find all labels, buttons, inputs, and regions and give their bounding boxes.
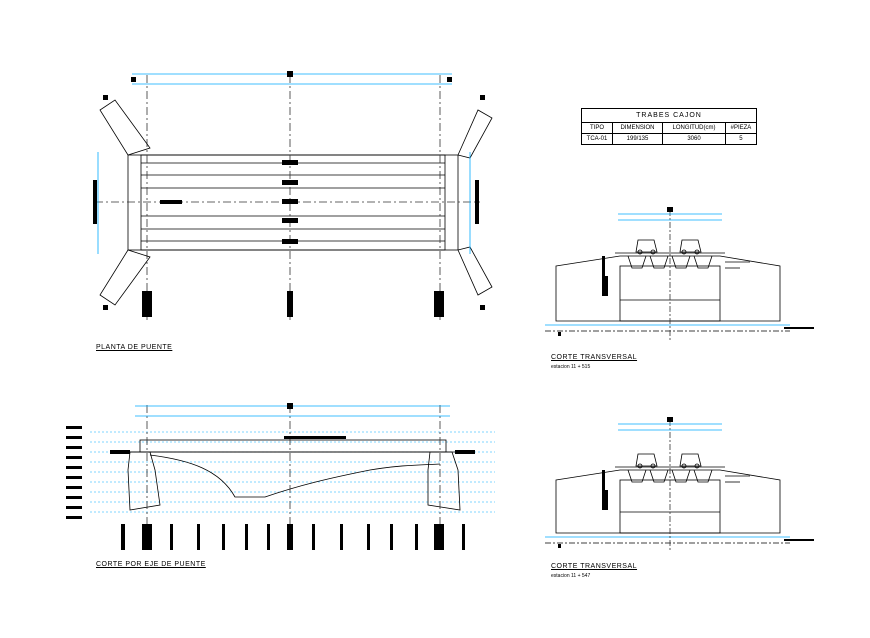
girder-schedule-table: TRABES CAJON TIPO DIMENSION LONGITUD(cm)…	[581, 108, 758, 145]
table-header-row: TIPO DIMENSION LONGITUD(cm) #PIEZA	[581, 122, 758, 134]
table-cell-dimension: 199/135	[611, 133, 664, 145]
cross-section-1-markers	[558, 207, 814, 336]
table-header-tipo: TIPO	[581, 122, 613, 134]
cross-section-2-station: estacion 11 + 547	[551, 573, 591, 579]
box-girders-2	[627, 469, 713, 483]
table-row: TCA-01 199/135 3060 5	[581, 133, 758, 145]
station-tags	[121, 524, 465, 550]
cross-section-2-label: CORTE TRANSVERSAL	[551, 563, 638, 570]
bridge-plan-view	[95, 73, 493, 320]
plan-markers	[93, 71, 485, 317]
elevation-tags	[66, 426, 82, 519]
plan-view-label: PLANTA DE PUENTE	[96, 344, 173, 351]
cross-section-2	[545, 420, 790, 552]
vehicles-2	[635, 453, 702, 469]
table-cell-pieza: 5	[724, 133, 758, 145]
longitudinal-section-label: CORTE POR EJE DE PUENTE	[96, 561, 206, 568]
cross-section-1	[545, 210, 790, 340]
cross-section-1-label: CORTE TRANSVERSAL	[551, 354, 638, 361]
table-header-dimension: DIMENSION	[611, 122, 664, 134]
cross-section-2-markers	[558, 417, 814, 548]
table-cell-longitud: 3060	[662, 133, 726, 145]
cross-section-1-station: estacion 11 + 515	[551, 364, 591, 370]
table-title: TRABES CAJON	[581, 108, 757, 122]
box-girders-1	[627, 255, 713, 269]
vehicles-1	[635, 239, 702, 255]
table-header-longitud: LONGITUD(cm)	[662, 122, 726, 134]
table-header-pieza: #PIEZA	[724, 122, 758, 134]
table-cell-tipo: TCA-01	[581, 133, 613, 145]
section-markers	[66, 403, 475, 550]
longitudinal-section	[90, 405, 495, 525]
